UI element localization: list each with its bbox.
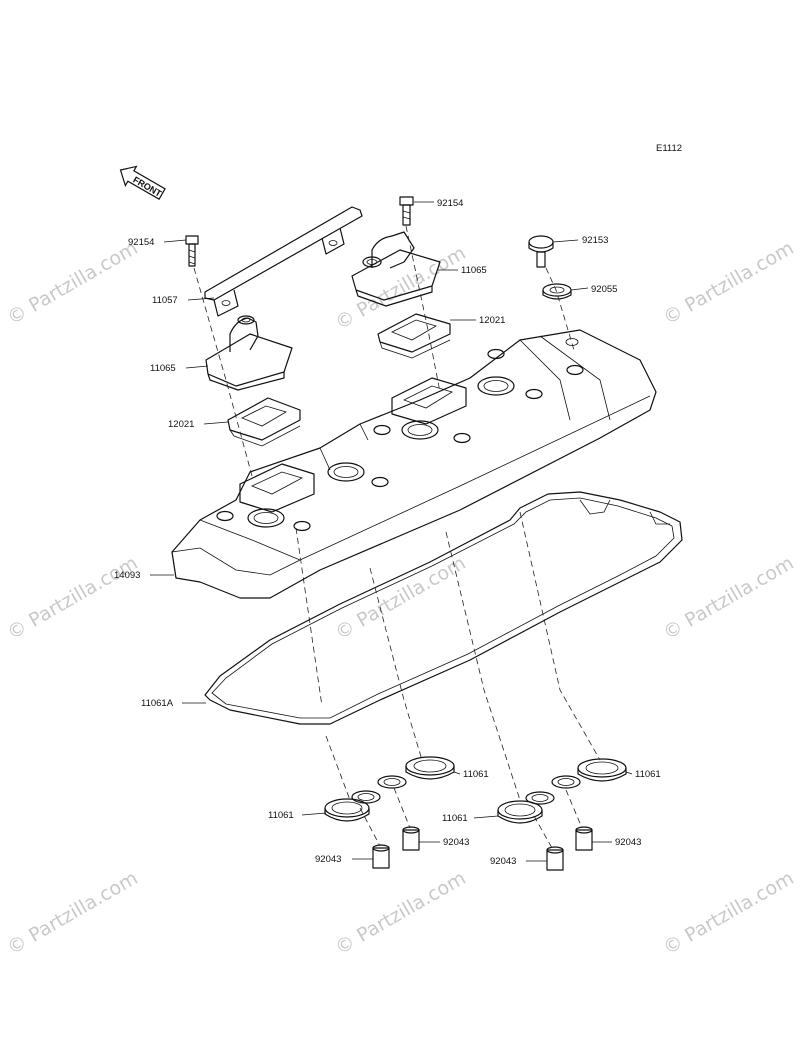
callout-12021[interactable]: 12021	[479, 315, 505, 326]
callout-labels: 92154 92154 92153 92055 11065 11057 1106…	[114, 198, 661, 867]
callout-11061A[interactable]: 11061A	[141, 698, 174, 709]
callout-92043[interactable]: 92043	[490, 856, 516, 867]
callout-11061[interactable]: 11061	[442, 813, 468, 824]
callout-11061[interactable]: 11061	[635, 769, 661, 780]
seal-group-right[interactable]	[497, 791, 555, 824]
front-arrow-icon: FRONT	[119, 165, 166, 201]
watermark: © Partzilla.com	[4, 867, 142, 959]
bolt-92154-top[interactable]	[399, 196, 414, 226]
gasket-12021-right[interactable]	[377, 313, 451, 359]
washer-92055[interactable]	[542, 283, 572, 300]
callout-12021[interactable]: 12021	[168, 419, 194, 430]
callout-92043[interactable]: 92043	[615, 837, 641, 848]
assembly-lines	[193, 225, 601, 849]
callout-92154[interactable]: 92154	[437, 198, 463, 209]
callout-92154[interactable]: 92154	[128, 237, 154, 248]
callout-14093[interactable]: 14093	[114, 570, 140, 581]
sleeve-92043[interactable]	[575, 826, 593, 851]
watermark: © Partzilla.com	[4, 237, 142, 329]
callout-92153[interactable]: 92153	[582, 235, 608, 246]
bolt-92154-left[interactable]	[185, 235, 199, 267]
callout-92043[interactable]: 92043	[443, 837, 469, 848]
bolt-92153[interactable]	[528, 235, 554, 268]
watermark: © Partzilla.com	[660, 237, 798, 329]
callout-11061[interactable]: 11061	[463, 769, 489, 780]
callout-11065[interactable]: 11065	[461, 265, 487, 276]
cylinder-head-cover-14093[interactable]	[171, 329, 657, 599]
seal-group-right-upper[interactable]	[551, 758, 627, 789]
leader-lines	[150, 201, 633, 862]
gasket-12021-left[interactable]	[227, 397, 301, 447]
callout-11057[interactable]: 11057	[152, 295, 178, 306]
watermark: © Partzilla.com	[660, 867, 798, 959]
bracket-11057[interactable]	[204, 206, 363, 317]
watermark: © Partzilla.com	[332, 867, 470, 959]
diagram-code: E1112	[656, 143, 682, 154]
sleeve-92043[interactable]	[402, 826, 420, 851]
breather-cover-11065-left[interactable]	[205, 315, 293, 391]
seal-group-left[interactable]	[324, 790, 381, 822]
sleeve-92043[interactable]	[372, 844, 390, 869]
seal-group-left-upper[interactable]	[377, 756, 455, 789]
watermark: © Partzilla.com	[660, 552, 798, 644]
callout-92055[interactable]: 92055	[591, 284, 617, 295]
watermark: © Partzilla.com	[332, 242, 470, 334]
callout-11065[interactable]: 11065	[150, 363, 176, 374]
watermark: © Partzilla.com	[4, 552, 142, 644]
callout-92043[interactable]: 92043	[315, 854, 341, 865]
sleeve-92043[interactable]	[546, 846, 564, 871]
callout-11061[interactable]: 11061	[268, 810, 294, 821]
head-cover-gasket-11061A[interactable]	[204, 491, 683, 725]
watermark-layer: © Partzilla.com © Partzilla.com © Partzi…	[4, 237, 798, 959]
